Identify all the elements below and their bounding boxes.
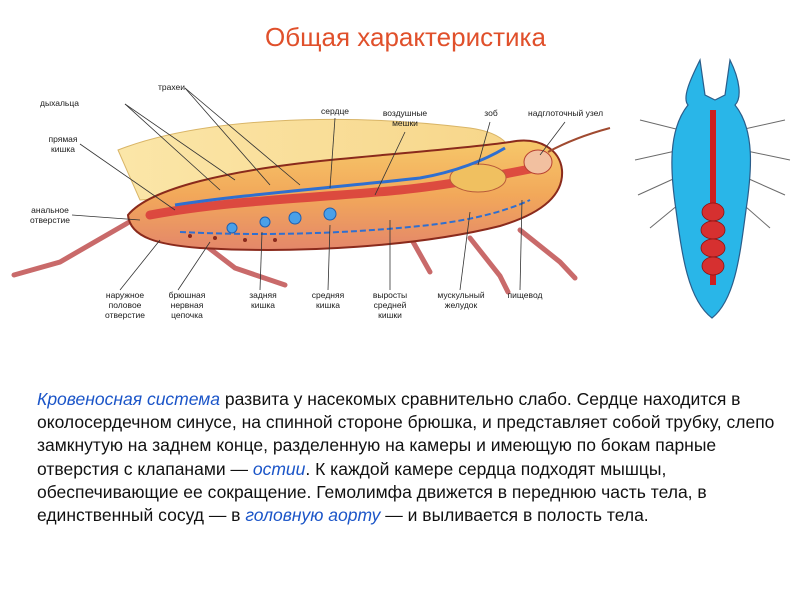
paragraph-text-3: — и выливается в полость тела. [380,505,649,526]
term-ostia: остии [252,458,306,479]
label-tracheae: трахеи [158,82,185,92]
paragraph-text-1: развита у насекомых сравнительно слабо. … [37,389,775,479]
label-esophagus: пищевод [507,290,543,300]
label-genital-opening: наружное половое отверстие [105,290,145,320]
air-sacs [226,207,337,234]
ventral-nerve-cord [179,199,531,235]
label-supraesophageal-ganglion: надглоточный узел [528,108,604,118]
heart-schematic [634,58,791,319]
label-air-sacs: воздушные мешки [382,108,428,128]
label-hindgut: задняя кишка [249,290,277,310]
label-rectum: прямая кишка [48,134,78,154]
paragraph-text-2: . К каждой камере сердца подходят мышцы,… [37,458,707,526]
label-spiracles: дыхальца [40,98,79,108]
term-circulatory-system: Кровеносная система [37,389,221,409]
term-head-aorta: головную аорту [245,505,381,526]
spiracles [188,234,277,242]
slide-title: Общая характеристика [265,22,546,52]
label-anus: анальное отверстие [30,205,70,225]
label-heart: сердце [321,106,349,116]
brain [523,149,553,175]
antenna [547,127,611,153]
label-ventral-nerve-cord: брюшная нервная цепочка [168,290,206,320]
label-gastric-caeca: выросты средней кишки [372,290,408,320]
dorsal-heart [174,146,506,207]
label-midgut: средняя кишка [311,290,345,310]
label-crop: зоб [484,108,498,118]
leader-lines [71,87,566,291]
description-paragraph: Кровеносная система развита у насекомых … [37,388,777,527]
label-gizzard: мускульный желудок [437,290,485,310]
